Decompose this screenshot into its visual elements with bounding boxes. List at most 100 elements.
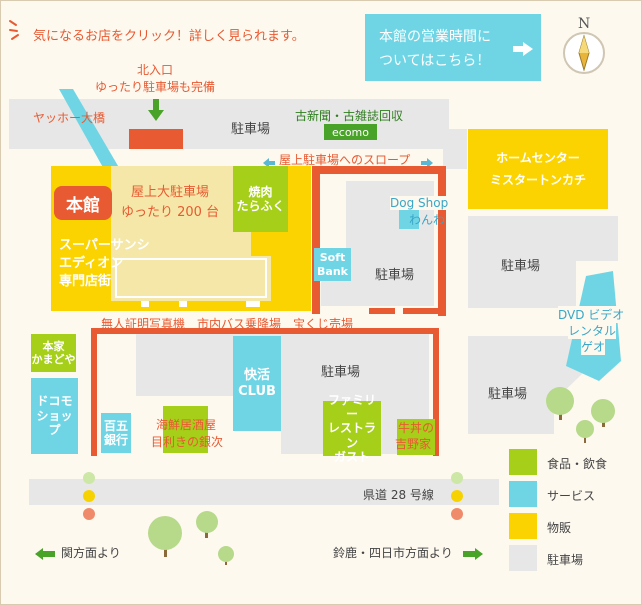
ecomo-button[interactable]: ecomo: [324, 124, 377, 140]
store-hyakugo-bank[interactable]: 百五 銀行: [101, 413, 131, 453]
tree-icon-5: [591, 399, 615, 427]
kaikatsu-line-1: 快活: [243, 367, 270, 383]
hours-line-2: ついてはこちら！: [379, 53, 491, 69]
tree-icon-4: [546, 387, 574, 420]
wall-top-mid: [312, 166, 446, 174]
rooftop-line-2: ゆったり 200 台: [121, 205, 220, 220]
entrance-marker-2: [179, 301, 187, 307]
honkan-badge-label: 本館: [66, 195, 100, 216]
wall-lower-top: [91, 328, 439, 334]
recycle-label: 古新聞・古雑誌回収: [295, 109, 404, 123]
slope-left-arrow-icon: [263, 153, 275, 168]
route-28-label: 県道 28 号線: [363, 488, 434, 502]
store-honke-kamadoya[interactable]: 本家 かまどや: [31, 334, 76, 372]
legend-swatch-service: [509, 481, 537, 507]
traffic-light-left-icon: [82, 471, 96, 521]
legend-swatch-parking: [509, 545, 537, 571]
legend-swatch-retail: [509, 513, 537, 539]
legend-label-parking: 駐車場: [547, 553, 584, 567]
legend-label-retail: 物販: [547, 521, 572, 535]
business-hours-button[interactable]: 本館の営業時間に ついてはこちら！: [365, 14, 541, 81]
store-docomo-shop[interactable]: ドコモ ショップ: [31, 378, 78, 454]
arrow-right-icon: [513, 41, 533, 56]
parking-right-bottom: [468, 336, 554, 434]
ecomo-label: ecomo: [332, 125, 369, 139]
notice-icon: [7, 15, 29, 41]
dogshop-line-2: わんわ: [409, 213, 446, 227]
notice-text: 気になるお店をクリック！詳しく見られます。: [33, 29, 305, 44]
arrow-down-icon: [148, 99, 164, 121]
store-kaikatsu-club[interactable]: 快活 CLUB: [233, 336, 281, 431]
dvd-line-3: ゲオ: [581, 338, 606, 355]
store-dog-shop[interactable]: [399, 207, 419, 229]
tree-icon-3: [218, 546, 234, 565]
parking-right-bottom-label: 駐車場: [488, 387, 528, 402]
store-izakaya-mekiki[interactable]: [163, 406, 208, 453]
honke-line-1: 本家: [42, 339, 65, 353]
arrow-left-icon: [35, 545, 55, 560]
rooftop-parking-area-lower: [111, 256, 271, 301]
north-entrance-line-1: 北入口: [137, 63, 174, 77]
yoshinoya-line-1: 牛丼の: [398, 421, 435, 435]
to-seki-label: 関方面より: [61, 546, 121, 560]
store-gusto[interactable]: ファミリー レストラン ガスト: [323, 393, 381, 464]
north-entrance-line-2: ゆったり駐車場も完備: [95, 80, 216, 94]
super-line-2: エディオン: [59, 256, 124, 271]
parking-mid-label: 駐車場: [375, 268, 415, 283]
entrance-marker-1: [141, 301, 149, 307]
home-center-line-1: ホームセンター: [496, 150, 580, 165]
prefectural-road: [29, 479, 499, 505]
softbank-line-1: Soft: [319, 251, 346, 265]
yoshinoya-line-2: 吉野家: [395, 437, 432, 451]
parking-right-top-road: [443, 129, 467, 169]
wall-lower-right: [433, 328, 439, 456]
parking-top-label: 駐車場: [231, 122, 271, 137]
arrow-right-green-icon: [463, 545, 483, 560]
docomo-line-2: ショップ: [36, 408, 73, 438]
dogshop-line-1: Dog Shop: [390, 196, 449, 210]
slope-right-arrow-icon: [421, 153, 433, 168]
parking-right-top-ext: [468, 216, 618, 261]
store-yoshinoya[interactable]: [397, 419, 435, 455]
legend-label-service: サービス: [547, 489, 596, 503]
hyakugo-line-1: 百五: [103, 418, 128, 433]
home-center-line-2: ミスタートンカチ: [489, 173, 586, 187]
parking-center-label: 駐車場: [321, 365, 361, 380]
rooftop-slope-label: 屋上駐車場へのスロープ: [279, 153, 411, 167]
entrance-marker-3: [246, 301, 260, 307]
super-line-1: スーパーサンシ: [59, 238, 150, 253]
services-row-label: 無人証明写真機 市内バス乗降場 宝くじ売場: [101, 317, 354, 331]
hyakugo-line-2: 銀行: [103, 433, 128, 447]
wall-lower-left: [91, 328, 97, 456]
gusto-line-2: レストラン: [327, 421, 376, 450]
yakiniku-line-1: 焼肉: [248, 184, 273, 199]
legend: 食品・飲食 サービス 物販 駐車場: [509, 449, 634, 579]
wall-right-mid: [438, 166, 446, 316]
compass-north-label: N: [578, 16, 591, 32]
honkan-badge[interactable]: 本館: [54, 186, 112, 220]
softbank-line-2: Bank: [317, 264, 348, 278]
tree-icon-6: [576, 420, 594, 443]
to-suzuka-label: 鈴鹿・四日市方面より: [333, 546, 453, 560]
tree-icon-1: [148, 516, 182, 557]
wall-bottom-mid-2: [403, 308, 443, 314]
kaikatsu-line-2: CLUB: [238, 383, 276, 399]
store-home-center[interactable]: ホームセンター ミスタートンカチ: [468, 129, 608, 209]
store-softbank[interactable]: Soft Bank: [314, 248, 351, 281]
yakiniku-line-2: たらふく: [236, 199, 285, 213]
docomo-line-1: ドコモ: [36, 394, 73, 409]
tree-icon-2: [196, 511, 218, 538]
store-yakiniku-taraфuku[interactable]: 焼肉 たらふく: [233, 166, 288, 232]
legend-swatch-food: [509, 449, 537, 475]
legend-label-food: 食品・飲食: [547, 457, 608, 471]
wall-left-mid: [312, 166, 320, 314]
hours-line-1: 本館の営業時間に: [379, 29, 491, 45]
dvd-line-2: レンタル: [568, 322, 617, 339]
dvd-line-1: DVD ビデオ: [558, 306, 625, 323]
izakaya-line-1: 海鮮居酒屋: [156, 418, 217, 432]
gusto-line-3: ガスト: [333, 450, 370, 465]
compass-icon: N: [561, 16, 607, 76]
